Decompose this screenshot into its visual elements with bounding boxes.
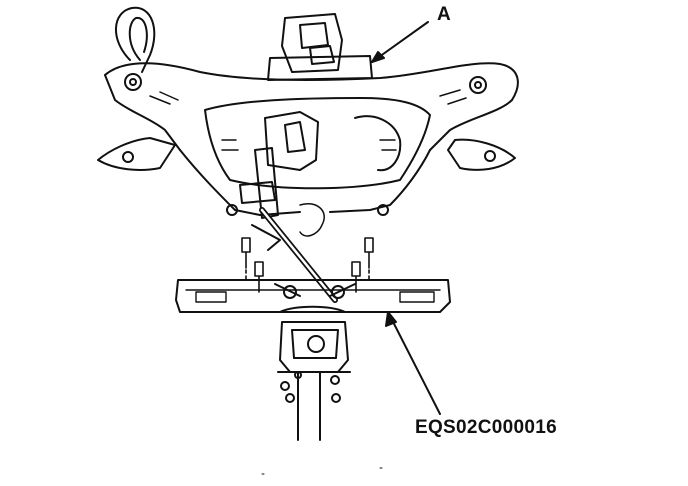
lifting-hook	[115, 6, 156, 73]
steering-gearbox	[267, 13, 373, 81]
figure-code-label: EQS02C000016	[415, 417, 557, 438]
steering-pinion-housing	[277, 305, 351, 441]
steering-link-rod	[239, 147, 338, 303]
figure-code-leader	[385, 311, 441, 415]
control-arm-brackets	[97, 137, 516, 171]
front-subframe	[104, 62, 519, 216]
crossmember-plate	[175, 279, 451, 313]
callout-a-leader	[371, 21, 429, 63]
scan-specks	[261, 467, 383, 475]
callout-label-a: A	[437, 4, 451, 25]
